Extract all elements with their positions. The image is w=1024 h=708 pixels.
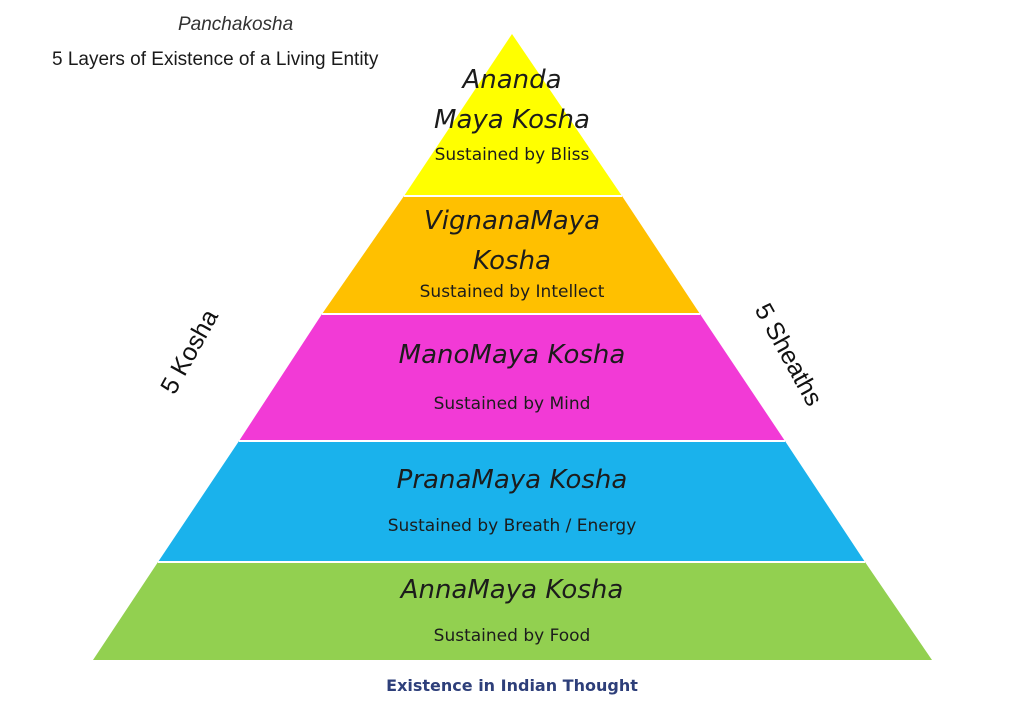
layer-ananda-shape xyxy=(404,34,622,196)
diagram-subtitle: 5 Layers of Existence of a Living Entity xyxy=(52,49,379,70)
layer-annamaya-description: Sustained by Food xyxy=(433,626,591,646)
layer-manomaya-name: ManoMaya Kosha xyxy=(398,340,626,370)
layer-vignanamaya-name-line-2: Kosha xyxy=(473,246,551,276)
layer-annamaya-name: AnnaMaya Kosha xyxy=(400,575,624,605)
layer-annamaya-shape xyxy=(93,562,932,660)
layer-pranamaya-shape xyxy=(158,441,865,562)
footer-caption: Existence in Indian Thought xyxy=(386,676,638,695)
layer-vignanamaya-shape xyxy=(322,196,700,314)
layer-manomaya-description: Sustained by Mind xyxy=(433,394,591,414)
layer-pranamaya-name: PranaMaya Kosha xyxy=(396,465,628,495)
diagram-title: Panchakosha xyxy=(178,14,294,35)
layer-vignanamaya-name: VignanaMaya Kosha xyxy=(0,201,1024,281)
layer-ananda-name: Ananda Maya Kosha xyxy=(0,60,1024,140)
layer-pranamaya-description: Sustained by Breath / Energy xyxy=(387,516,637,536)
layer-vignanamaya-description: Sustained by Intellect xyxy=(419,282,605,302)
layer-ananda-description: Sustained by Bliss xyxy=(434,145,590,165)
layer-manomaya-shape xyxy=(239,314,785,441)
layer-ananda-name-line-1: Ananda xyxy=(462,65,562,95)
layer-vignanamaya-name-line-1: VignanaMaya xyxy=(423,206,601,236)
layer-ananda-name-line-2: Maya Kosha xyxy=(434,105,590,135)
